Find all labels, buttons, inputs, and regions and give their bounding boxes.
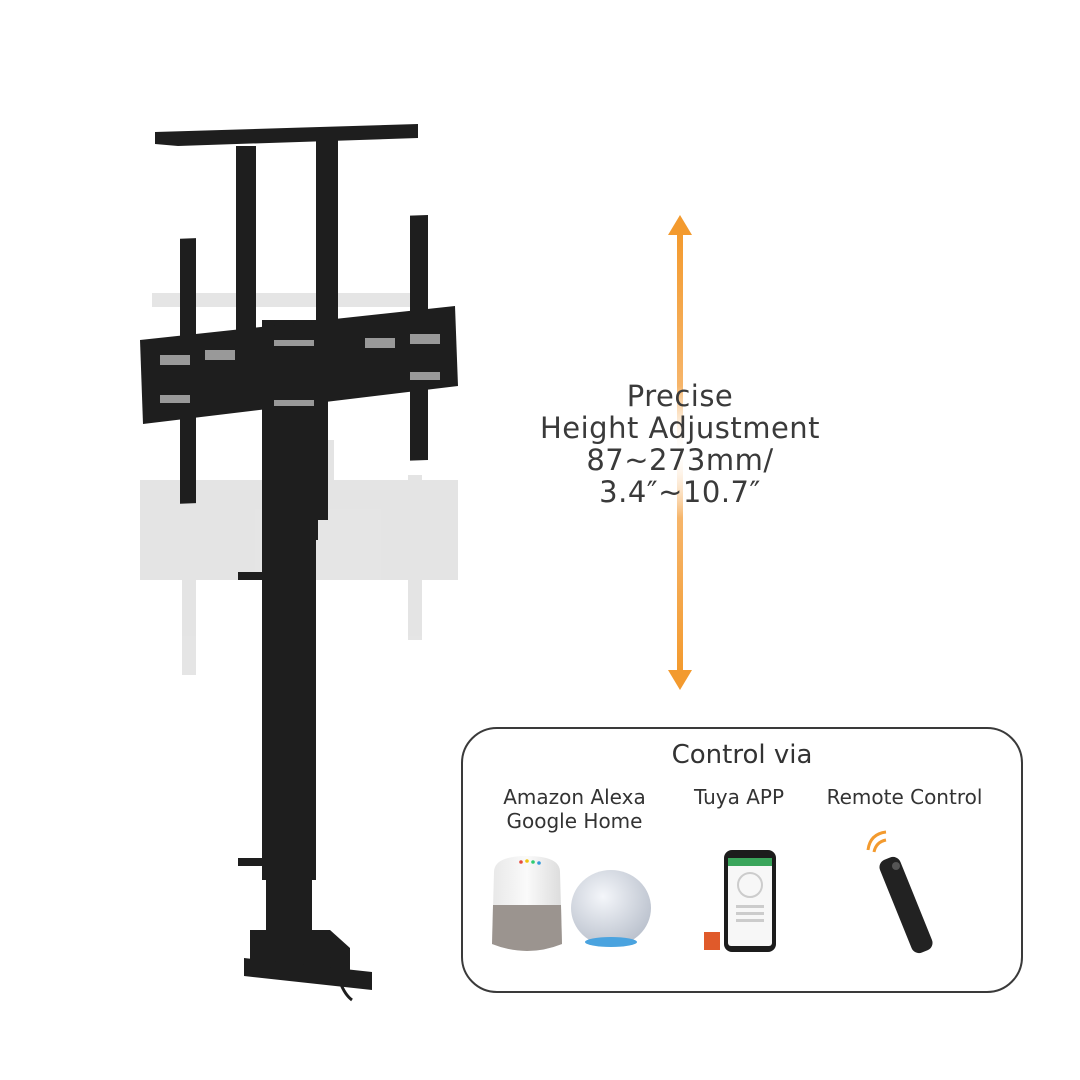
- control-option-label: Google Home: [506, 809, 643, 833]
- height-line-4: 3.4″~10.7″: [599, 475, 761, 509]
- control-options-panel: [461, 727, 1023, 993]
- control-option-label: Remote Control: [826, 785, 983, 809]
- smartphone-app-icon: [704, 850, 776, 952]
- control-option-remote: Remote Control: [812, 785, 997, 809]
- height-line-1: Precise: [626, 379, 734, 413]
- control-title: Control via: [671, 740, 813, 770]
- echo-dot-icon: [571, 870, 651, 947]
- control-option-label: Tuya APP: [693, 785, 785, 809]
- remote-control-icon: [866, 830, 933, 954]
- height-adjustment-text: Precise Height Adjustment 87~273mm/ 3.4″…: [520, 380, 840, 508]
- control-option-label: Amazon Alexa: [503, 785, 646, 809]
- bracket-slots: [160, 334, 440, 406]
- height-line-2: Height Adjustment: [539, 411, 821, 445]
- power-cable: [338, 981, 353, 1002]
- control-option-app: Tuya APP: [684, 785, 794, 809]
- height-line-3: 87~273mm/: [586, 443, 774, 477]
- height-arrow-icon: [668, 215, 692, 690]
- smart-speaker-icon: [492, 856, 562, 951]
- control-option-voice: Amazon Alexa Google Home: [492, 785, 657, 833]
